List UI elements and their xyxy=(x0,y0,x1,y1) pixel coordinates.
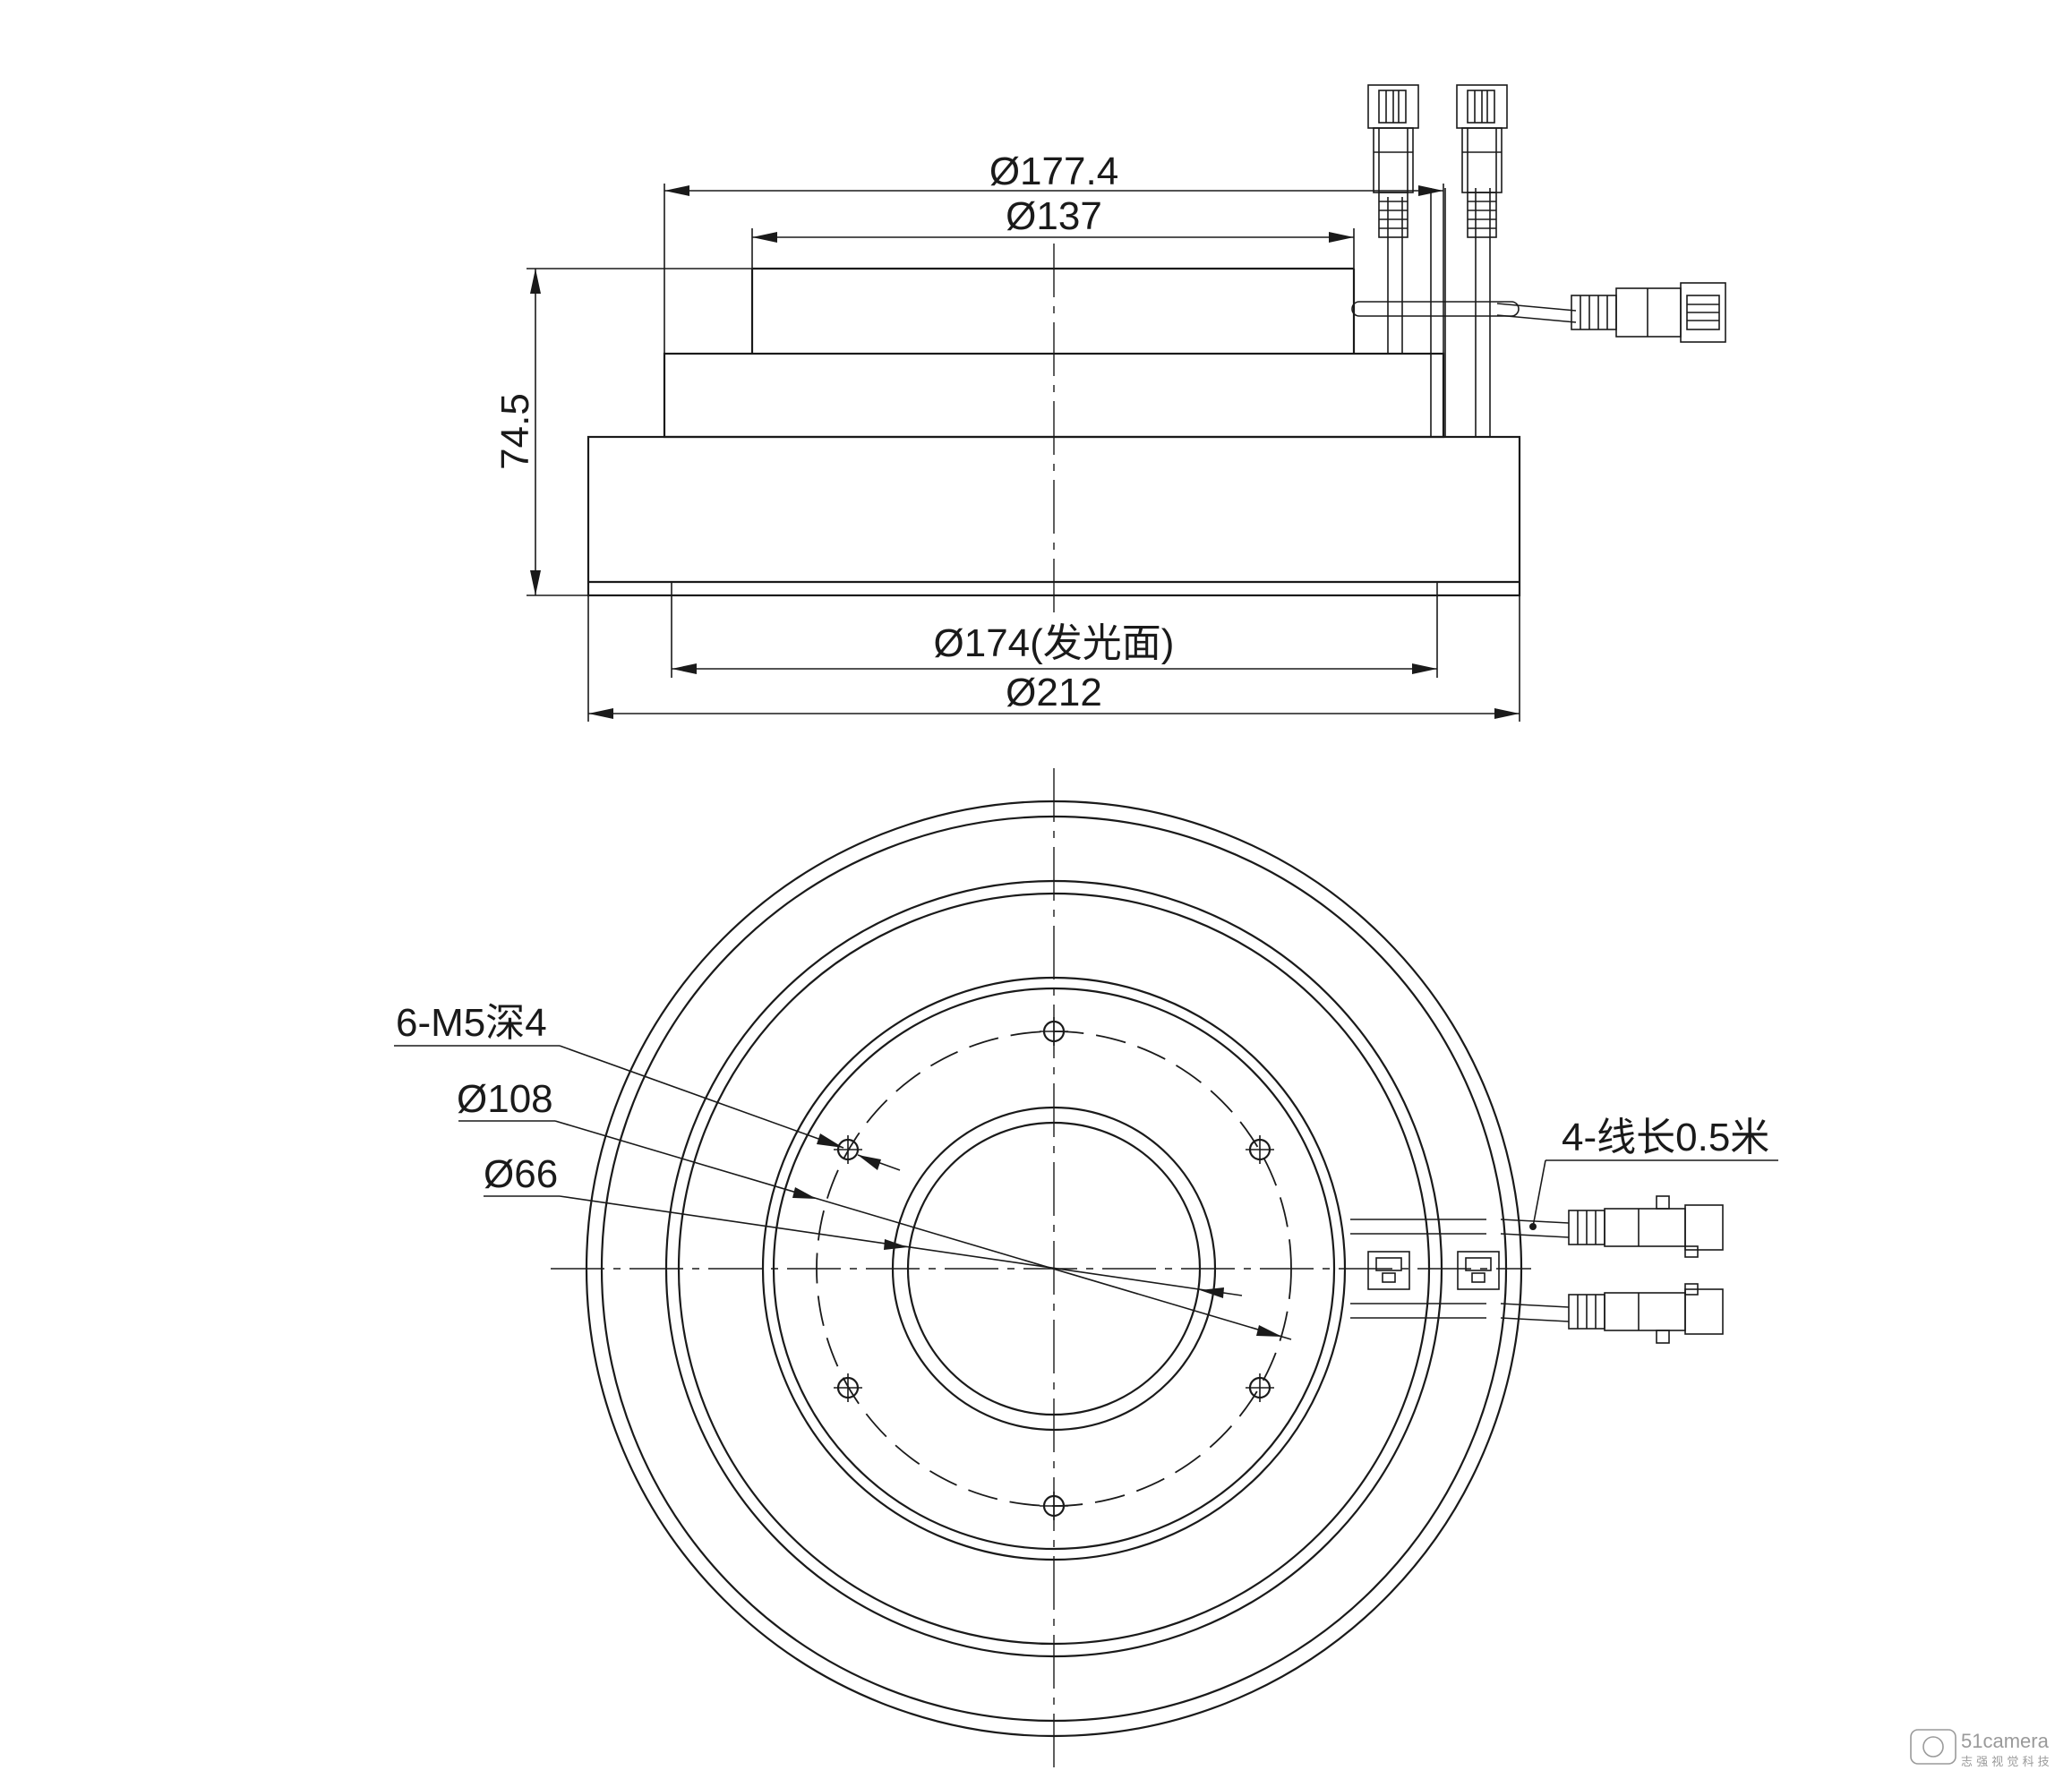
callout-cable-label: 4-线长0.5米 xyxy=(1562,1116,1769,1159)
callout-aperture-label: Ø66 xyxy=(484,1152,558,1196)
mounting-holes xyxy=(834,1017,1274,1520)
dimension-top-outer: Ø177.4 xyxy=(664,150,1444,354)
dimension-height: 74.5 xyxy=(493,268,752,596)
side-cables xyxy=(1351,188,1577,437)
top-view: 6-M5深4 Ø108 Ø66 4-线长0.5米 xyxy=(394,768,1778,1770)
connector-icon xyxy=(1568,1283,1724,1344)
callout-bolt-circle-label: Ø108 xyxy=(457,1077,553,1121)
dimension-base: Ø212 xyxy=(587,595,1520,722)
aperture xyxy=(906,1121,1202,1416)
connector-icon xyxy=(1367,84,1419,238)
watermark-brand: 51camera xyxy=(1961,1730,2050,1752)
callout-cable: 4-线长0.5米 xyxy=(1529,1116,1778,1230)
watermark-tagline: 志 强 视 觉 科 技 xyxy=(1961,1756,2050,1769)
callout-holes-label: 6-M5深4 xyxy=(396,1001,547,1045)
dim-base-label: Ø212 xyxy=(1006,671,1102,714)
dim-top-inner-label: Ø137 xyxy=(1006,194,1102,238)
top-cables xyxy=(1350,1219,1570,1322)
dimension-top-inner: Ø137 xyxy=(751,194,1355,269)
connector-icon xyxy=(1456,84,1508,238)
callout-holes: 6-M5深4 xyxy=(394,1001,901,1171)
dim-emitting-label: Ø174(发光面) xyxy=(934,621,1175,665)
connector-icon xyxy=(1568,1195,1724,1258)
aperture-outer xyxy=(891,1106,1217,1432)
dim-height-label: 74.5 xyxy=(493,393,537,470)
watermark-logo: 51camera 志 强 视 觉 科 技 xyxy=(1910,1729,2050,1769)
dimension-emitting: Ø174(发光面) xyxy=(671,595,1438,678)
connector-icon xyxy=(1571,282,1726,343)
callout-bolt-circle: Ø108 xyxy=(457,1077,1292,1340)
side-view: Ø177.4 Ø137 74.5 Ø174(发光面) xyxy=(493,84,1726,722)
dim-top-outer-label: Ø177.4 xyxy=(989,150,1118,193)
callout-aperture: Ø66 xyxy=(484,1152,1243,1298)
outer-ring xyxy=(585,800,1523,1738)
